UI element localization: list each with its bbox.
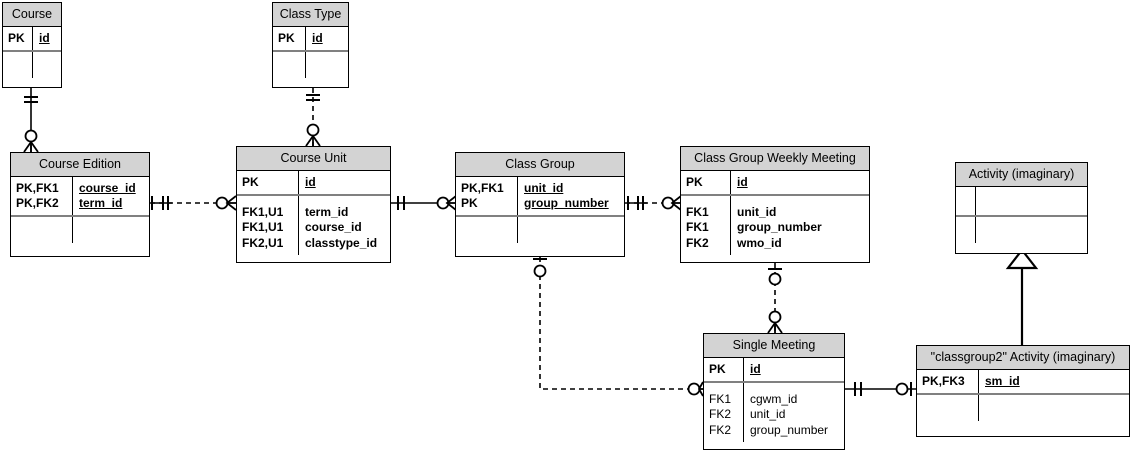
entity-classgroup2-activity-attr-section <box>917 392 1129 421</box>
entity-activity-attr-body <box>976 217 1087 243</box>
relationship-single-meeting-to-classgroup2-activity[interactable] <box>845 382 916 396</box>
entity-single-meeting-pk-attr: id <box>750 361 761 376</box>
entity-activity-attr-section <box>956 214 1087 243</box>
relationship-class-type-to-course-unit[interactable] <box>305 88 321 147</box>
entity-course-edition-pk-keys: PK,FK1 PK,FK2 <box>11 176 73 216</box>
entity-course-pk-key: PK <box>3 26 33 50</box>
entity-course-unit-attr-section: FK1,U1 FK1,U1 FK2,U1 term_id course_id c… <box>237 193 390 255</box>
entity-activity-pk-attr <box>976 187 1087 215</box>
relationship-cgwm-to-single-meeting[interactable] <box>767 263 783 334</box>
entity-cgwm-attr-section: FK1 FK1 FK2 unit_id group_number wmo_id <box>681 193 869 255</box>
entity-class-group-pk-section: PK,FK1 PK unit_id group_number <box>456 176 624 216</box>
entity-single-meeting-attr-section: FK1 FK2 FK2 cgwm_id unit_id group_number <box>704 380 844 442</box>
entity-classgroup2-activity-pk-key: PK,FK3 <box>917 369 979 393</box>
entity-activity-pk-section <box>956 186 1087 215</box>
entity-course-unit[interactable]: Course Unit PK id FK1,U1 FK1,U1 FK2,U1 t… <box>236 146 391 263</box>
entity-course-unit-pk-section: PK id <box>237 170 390 194</box>
entity-classgroup2-activity-pk-section: PK,FK3 sm_id <box>917 369 1129 393</box>
entity-class-type-pk-key: PK <box>273 26 306 50</box>
entity-class-group[interactable]: Class Group PK,FK1 PK unit_id group_numb… <box>455 152 625 257</box>
entity-class-type[interactable]: Class Type PK id <box>272 2 349 88</box>
entity-single-meeting[interactable]: Single Meeting PK id FK1 FK2 FK2 cgwm_id… <box>703 333 845 450</box>
entity-cgwm-attr-keys: FK1 FK1 FK2 <box>681 195 731 255</box>
entity-course-edition[interactable]: Course Edition PK,FK1 PK,FK2 course_id t… <box>10 152 150 257</box>
entity-course-pk-section: PK id <box>3 26 61 50</box>
entity-course-unit-title: Course Unit <box>237 147 390 171</box>
entity-class-group-weekly-meeting[interactable]: Class Group Weekly Meeting PK id FK1 FK1… <box>680 146 870 263</box>
entity-class-type-title: Class Type <box>273 3 348 27</box>
entity-class-type-pk-attr: id <box>312 30 323 45</box>
entity-classgroup2-activity-attr-key <box>917 394 979 421</box>
relationship-course-to-course-edition[interactable] <box>23 88 39 153</box>
entity-course-pk-attr: id <box>39 30 50 45</box>
entity-activity-title: Activity (imaginary) <box>956 163 1087 187</box>
entity-class-group-pk-attrs: unit_id group_number <box>524 180 609 210</box>
entity-cgwm-attr-names: unit_id group_number wmo_id <box>737 204 822 250</box>
entity-single-meeting-attr-names: cgwm_id unit_id group_number <box>750 391 829 437</box>
entity-single-meeting-attr-keys: FK1 FK2 FK2 <box>704 382 744 442</box>
entity-activity-imaginary[interactable]: Activity (imaginary) <box>955 162 1088 254</box>
entity-cgwm-pk-key: PK <box>681 170 731 194</box>
entity-class-group-title: Class Group <box>456 153 624 177</box>
relationship-class-group-to-single-meeting[interactable] <box>533 257 704 397</box>
entity-activity-attr-key <box>956 216 976 243</box>
relationship-class-group-to-cgwm[interactable] <box>625 195 682 211</box>
entity-class-group-pk-keys: PK,FK1 PK <box>456 176 518 216</box>
entity-single-meeting-pk-section: PK id <box>704 357 844 381</box>
entity-course-unit-pk-key: PK <box>237 170 299 194</box>
entity-course-unit-attr-keys: FK1,U1 FK1,U1 FK2,U1 <box>237 195 299 255</box>
entity-course[interactable]: Course PK id <box>2 2 62 88</box>
entity-class-type-attr-body <box>306 52 348 78</box>
entity-course-title: Course <box>3 3 61 27</box>
entity-classgroup2-activity-pk-attr: sm_id <box>985 373 1020 388</box>
entity-course-edition-pk-section: PK,FK1 PK,FK2 course_id term_id <box>11 176 149 216</box>
relationship-course-edition-to-course-unit[interactable] <box>150 195 237 211</box>
entity-course-unit-pk-attr: id <box>305 174 316 189</box>
relationship-classgroup2-inherits-activity[interactable] <box>1005 248 1039 345</box>
entity-course-attr-body <box>33 52 61 78</box>
entity-course-edition-pk-attrs: course_id term_id <box>79 180 136 210</box>
entity-single-meeting-title: Single Meeting <box>704 334 844 358</box>
entity-single-meeting-pk-key: PK <box>704 357 744 381</box>
entity-classgroup2-activity-attr-body <box>979 395 1129 421</box>
entity-course-unit-attr-names: term_id course_id classtype_id <box>305 204 378 250</box>
entity-class-type-pk-section: PK id <box>273 26 348 50</box>
entity-activity-pk-key <box>956 186 976 215</box>
entity-class-type-attr-section <box>273 49 348 78</box>
entity-cgwm-pk-section: PK id <box>681 170 869 194</box>
entity-course-edition-attr-section <box>11 215 149 244</box>
entity-class-group-attr-key <box>456 217 518 244</box>
entity-cgwm-title: Class Group Weekly Meeting <box>681 147 869 171</box>
entity-course-edition-attr-body <box>73 217 149 243</box>
entity-course-edition-attr-key <box>11 217 73 244</box>
entity-cgwm-pk-attr: id <box>737 174 748 189</box>
entity-class-type-attr-key <box>273 51 306 78</box>
entity-course-edition-title: Course Edition <box>11 153 149 177</box>
entity-classgroup2-activity-imaginary[interactable]: "classgroup2" Activity (imaginary) PK,FK… <box>916 345 1130 437</box>
entity-class-group-attr-body <box>518 217 624 243</box>
relationship-course-unit-to-class-group[interactable] <box>391 195 457 211</box>
entity-class-group-attr-section <box>456 215 624 244</box>
entity-course-attr-section <box>3 49 61 78</box>
entity-classgroup2-activity-title: "classgroup2" Activity (imaginary) <box>917 346 1129 370</box>
entity-course-attr-key <box>3 51 33 78</box>
